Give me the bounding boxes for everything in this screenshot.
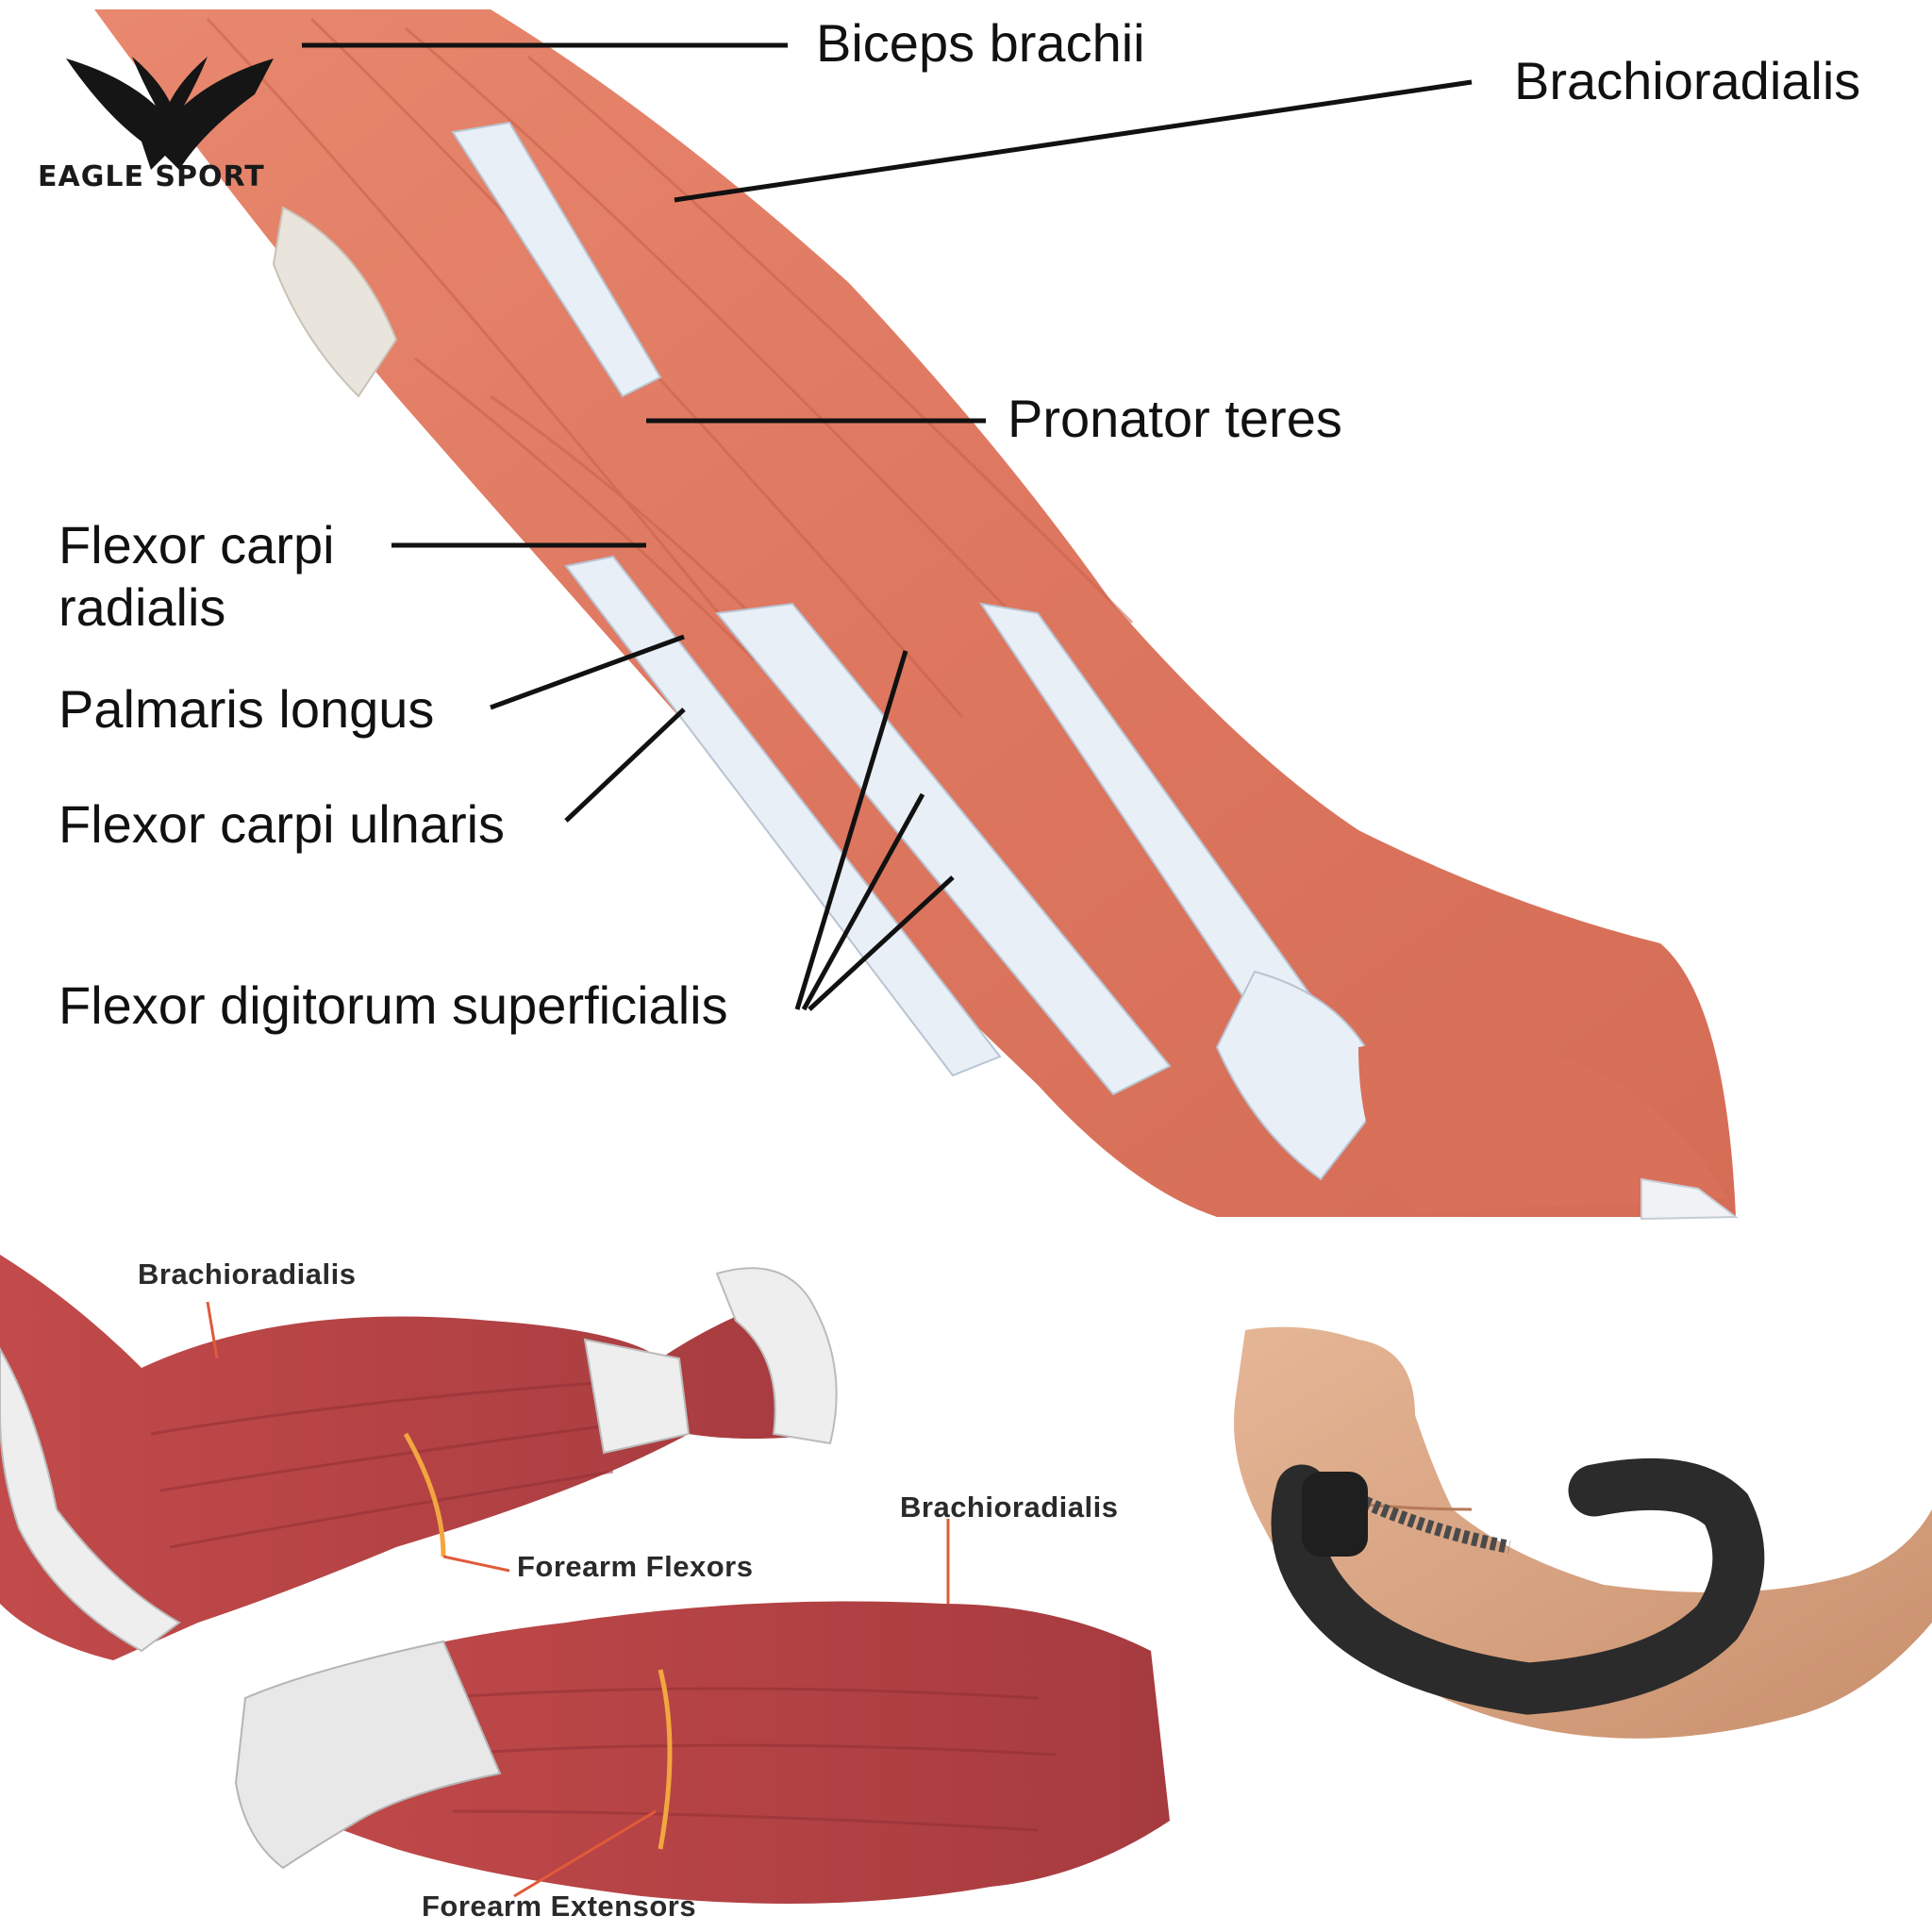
- label-biceps-brachii: Biceps brachii: [816, 13, 1145, 73]
- label-flexor-carpi-radialis-line2: radialis: [58, 577, 226, 637]
- wrist-exerciser-icon: [1271, 1457, 1765, 1715]
- label-forearm-flexors: Forearm Flexors: [517, 1550, 754, 1583]
- wrist-exerciser-photo: [1234, 1326, 1932, 1739]
- brand-name: EAGLE SPORT: [38, 160, 265, 193]
- eagle-logo-icon: [66, 57, 274, 170]
- bottom-pointer-lines: [206, 1301, 950, 1898]
- top-leader-lines: [302, 42, 1473, 1011]
- label-pronator-teres: Pronator teres: [1008, 389, 1342, 448]
- forearm-muscle-illustration: [94, 9, 1739, 1221]
- label-flexor-digitorum-superficialis: Flexor digitorum superficialis: [58, 975, 728, 1035]
- label-palmaris-longus: Palmaris longus: [58, 679, 435, 739]
- extensor-muscle-illustration: [234, 1601, 1170, 1904]
- label-forearm-extensors: Forearm Extensors: [422, 1890, 697, 1923]
- label-brachioradialis-upper: Brachioradialis: [138, 1257, 357, 1291]
- label-flexor-carpi-radialis-line1: Flexor carpi: [58, 515, 335, 575]
- label-brachioradialis-lower: Brachioradialis: [900, 1491, 1119, 1524]
- flexor-muscle-illustration: [0, 1255, 838, 1660]
- label-brachioradialis-top: Brachioradialis: [1514, 51, 1861, 110]
- label-flexor-carpi-ulnaris: Flexor carpi ulnaris: [58, 794, 506, 854]
